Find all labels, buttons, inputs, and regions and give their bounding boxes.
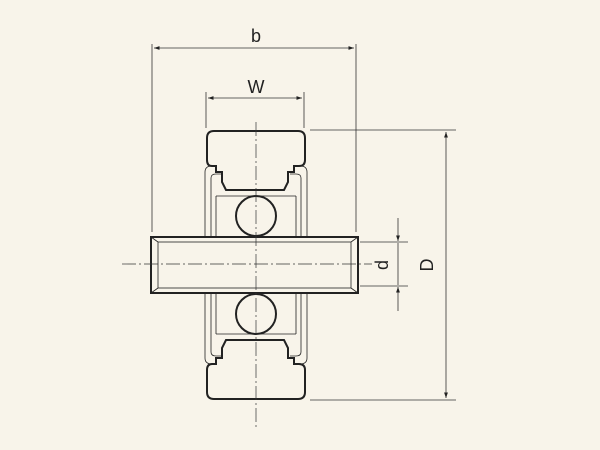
extension-lines [151, 44, 456, 401]
shield-upper [204, 165, 308, 238]
outer-ring-lower [206, 339, 306, 400]
label-w: W [248, 77, 265, 97]
label-b: b [251, 26, 261, 46]
label-d-outer: D [417, 259, 437, 272]
shaft [150, 236, 359, 294]
outer-ring-upper [206, 130, 306, 191]
label-d-bore: d [372, 260, 392, 270]
